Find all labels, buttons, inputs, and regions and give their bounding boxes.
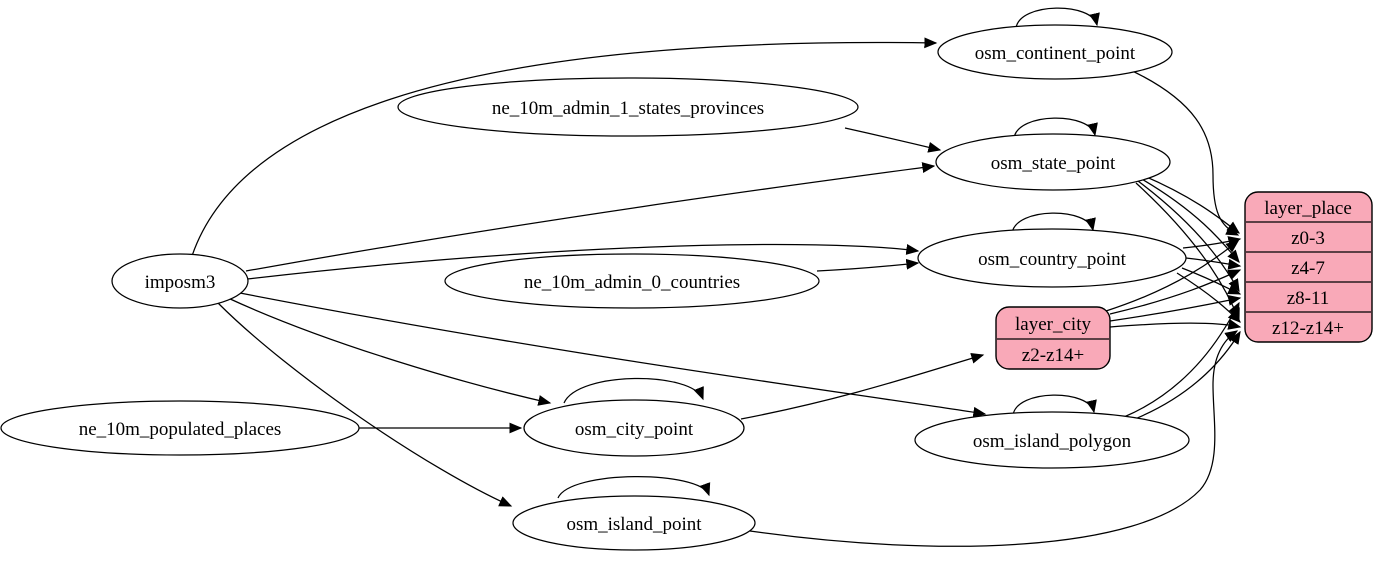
edge-osm-state-point-layer-place-z0-3 [1141,174,1241,234]
record-layer-place-title: layer_place [1264,198,1352,219]
edge-layer-city-layer-place-z8-11 [1109,294,1242,322]
node-ne-10m-admin-1-states-provinces-shape [397,77,859,137]
edge-imposm3-osm-island-point [217,302,513,507]
edge-imposm3-osm-state-point [245,162,936,272]
edge-osm-island-point-layer-place-z12-z14 [749,330,1239,547]
node-osm-island-point: osm_island_point [512,495,756,551]
edge-imposm3-osm-country-point [246,243,920,280]
node-osm-country-point: osm_country_point [917,228,1187,288]
edge-ne-10m-admin-0-countries-osm-country-point [816,258,920,272]
node-ne-10m-admin-1-states-provinces: ne_10m_admin_1_states_provinces [397,77,859,137]
edge-osm-country-point-layer-place-z12-z14 [1176,272,1241,323]
node-ne-10m-populated-places: ne_10m_populated_places [0,400,360,456]
node-osm-city-point-label: osm_city_point [575,419,694,440]
record-layer-place-row-z4-7: z4-7 [1291,258,1325,279]
node-osm-state-point: osm_state_point [935,133,1171,191]
node-ne-10m-populated-places-label: ne_10m_populated_places [79,419,282,440]
node-osm-city-point: osm_city_point [523,399,745,457]
node-osm-city-point-shape [523,399,745,457]
record-layer-city: layer_city z2-z14+ [995,306,1111,370]
node-osm-state-point-shape [935,133,1171,191]
node-ne-10m-admin-0-countries-shape [444,253,820,309]
edge-osm-continent-point-layer-place-z0-3 [1125,67,1240,236]
node-osm-island-polygon-shape [914,411,1190,469]
node-osm-state-point-label: osm_state_point [991,153,1116,174]
node-imposm3-shape [111,253,249,309]
node-ne-10m-admin-0-countries: ne_10m_admin_0_countries [444,253,820,309]
record-layer-city-title: layer_city [1015,314,1091,335]
edge-ne-10m-admin-1-states-provinces-osm-state-point [844,127,942,153]
record-layer-city-row-z2-z14: z2-z14+ [1022,345,1084,366]
edge-osm-country-point-layer-place-z0-3 [1182,236,1242,249]
edge-layer-city-layer-place-z12-z14 [1109,319,1242,330]
node-osm-island-polygon-label: osm_island_polygon [973,431,1132,452]
edge-layer-city-layer-place-z4-7 [1109,269,1242,315]
node-ne-10m-admin-0-countries-label: ne_10m_admin_0_countries [524,272,740,293]
edge-imposm3-osm-island-polygon [239,292,987,418]
edge-imposm3-osm-city-point [227,297,552,406]
record-layer-city-shape [995,306,1111,370]
node-osm-country-point-shape [917,228,1187,288]
record-layer-place-row-z0-3: z0-3 [1291,228,1325,249]
node-osm-island-polygon: osm_island_polygon [914,411,1190,469]
node-osm-continent-point-shape [937,24,1173,80]
node-osm-country-point-label: osm_country_point [978,249,1126,270]
record-layer-place-row-z12-z14: z12-z14+ [1272,318,1344,339]
node-ne-10m-admin-1-states-provinces-label: ne_10m_admin_1_states_provinces [492,98,764,119]
node-osm-continent-point: osm_continent_point [937,24,1173,80]
self-loop-osm-state-point [1013,117,1098,139]
record-layer-place: layer_place z0-3 z4-7 z8-11 z12-z14+ [1244,191,1373,343]
edge-osm-country-point-layer-place-z4-7 [1185,257,1242,270]
self-loop-osm-city-point [563,377,704,404]
edge-layer-city-layer-place-z0-3 [1105,240,1240,312]
edge-osm-country-point-layer-place-z8-11 [1181,267,1242,295]
self-loop-osm-country-point [1011,212,1096,234]
edge-osm-state-point-layer-place-z8-11 [1137,180,1240,293]
edge-imposm3-osm-continent-point [191,37,938,257]
edge-osm-state-point-layer-place-z4-7 [1139,177,1240,263]
node-imposm3-label: imposm3 [145,272,216,293]
self-loop-osm-island-point [557,476,711,499]
edge-osm-island-polygon-layer-place-z8-11 [1123,301,1240,418]
record-layer-place-row-z8-11: z8-11 [1287,288,1330,309]
edge-osm-city-point-layer-city-z2-z14 [740,353,985,420]
self-loop-osm-island-polygon [1012,394,1097,416]
node-ne-10m-populated-places-shape [0,400,360,456]
self-loop-osm-continent-point [1015,7,1100,29]
node-osm-island-point-shape [512,495,756,551]
node-osm-continent-point-label: osm_continent_point [975,43,1136,64]
record-layer-place-shape [1244,191,1373,343]
edges-layer [191,7,1242,547]
node-osm-island-point-label: osm_island_point [566,514,702,535]
node-imposm3: imposm3 [111,253,249,309]
